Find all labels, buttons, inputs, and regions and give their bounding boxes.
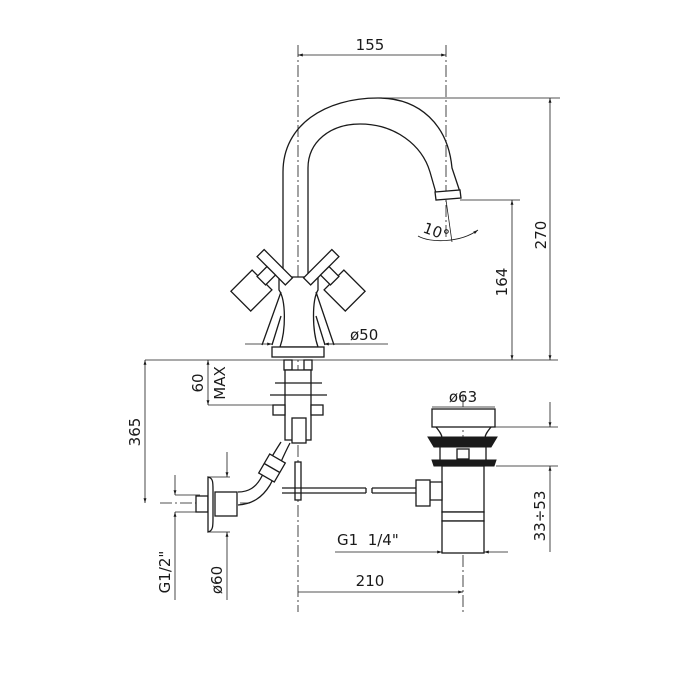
fixing-assembly bbox=[270, 359, 327, 501]
dim-g1-2: G1/2" bbox=[156, 551, 174, 594]
dim-base-diameter: ø50 bbox=[350, 326, 378, 344]
dim-drain-diameter: ø63 bbox=[449, 388, 477, 406]
dim-60: 60 bbox=[189, 373, 207, 392]
dim-365: 365 bbox=[126, 418, 144, 447]
dim-max: MAX bbox=[211, 366, 229, 399]
dim-210: 210 bbox=[356, 572, 385, 590]
flexible-hose bbox=[195, 441, 291, 533]
right-handle bbox=[302, 248, 367, 346]
pop-up-waste bbox=[415, 408, 498, 554]
faucet-spout bbox=[282, 97, 462, 277]
dim-164: 164 bbox=[493, 268, 511, 297]
dimension-lines bbox=[143, 53, 560, 600]
dim-33-53: 33÷53 bbox=[531, 491, 549, 542]
dim-g1-1-4: G1 1/4" bbox=[337, 531, 399, 549]
left-handle bbox=[229, 248, 294, 346]
dimension-labels: 155 270 164 10° ø50 60 MAX 365 ø63 33÷53… bbox=[126, 36, 550, 594]
dim-270: 270 bbox=[532, 221, 550, 250]
dim-flange-diameter: ø60 bbox=[208, 566, 226, 594]
dim-155: 155 bbox=[356, 36, 385, 54]
popup-rod bbox=[282, 487, 418, 494]
faucet-body bbox=[271, 276, 325, 358]
dim-10-deg: 10° bbox=[421, 219, 452, 245]
